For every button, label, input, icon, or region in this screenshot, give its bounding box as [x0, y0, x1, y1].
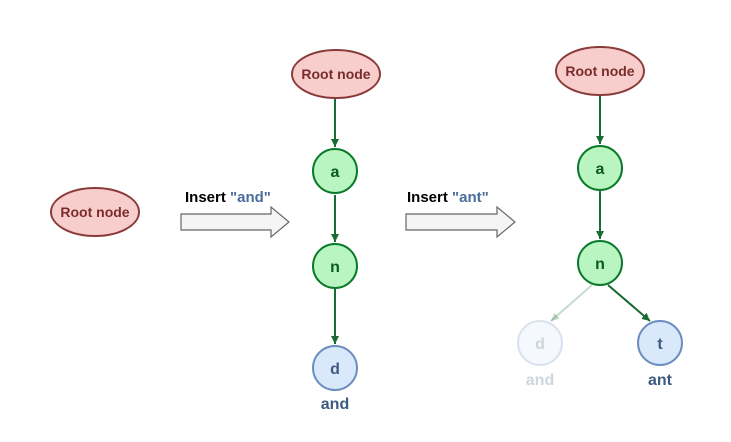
- block-arrow-right-icon: [180, 205, 290, 239]
- stage-1-root-node: [50, 187, 140, 237]
- stage-2-root-label: Root node: [301, 66, 370, 82]
- stage-3-node-t-label: t: [657, 336, 663, 353]
- stage-3-word-ant: ant: [648, 372, 673, 389]
- insert-and-prefix: Insert: [185, 189, 230, 206]
- insert-and-word: "and": [230, 189, 271, 206]
- stage-2-root-node: [291, 49, 381, 99]
- stage-2-node-n: [312, 243, 358, 289]
- edge-n-t: [607, 284, 651, 322]
- stage-3-node-a-label: a: [596, 161, 605, 178]
- edge-n-d-faded: [550, 284, 593, 322]
- stage-3-trie: Root node a n d and t ant: [517, 46, 683, 389]
- stage-1-root-label: Root node: [60, 204, 129, 220]
- stage-2-trie: Root node a n d and: [291, 49, 381, 413]
- stage-3-node-n: [577, 240, 623, 286]
- stage-2-word-and: and: [321, 396, 349, 413]
- stage-3-node-d: [517, 320, 563, 366]
- stage-3-root-node: [555, 46, 645, 96]
- stage-2-node-a-label: a: [331, 164, 340, 181]
- insert-and-caption: Insert "and": [185, 189, 271, 206]
- stage-2-node-n-label: n: [330, 259, 340, 276]
- stage-2-node-d: [312, 345, 358, 391]
- insert-ant-arrow: Insert "ant": [405, 189, 516, 239]
- block-arrow-right-icon: [405, 205, 516, 239]
- stage-3-node-d-label: d: [535, 336, 545, 353]
- stage-3-node-t: [637, 320, 683, 366]
- stage-3-root-label: Root node: [565, 63, 634, 79]
- stage-1-empty-trie: Root node: [50, 187, 140, 237]
- stage-3-word-and: and: [526, 372, 554, 389]
- stage-3-faded-branch: d and: [517, 320, 563, 389]
- stage-3-node-a: [577, 145, 623, 191]
- stage-2-node-a: [312, 148, 358, 194]
- stage-3-node-n-label: n: [595, 256, 605, 273]
- insert-ant-prefix: Insert: [407, 189, 452, 206]
- insert-and-arrow: Insert "and": [180, 189, 290, 239]
- insert-ant-caption: Insert "ant": [407, 189, 489, 206]
- insert-ant-word: "ant": [452, 189, 489, 206]
- stage-2-node-d-label: d: [330, 361, 340, 378]
